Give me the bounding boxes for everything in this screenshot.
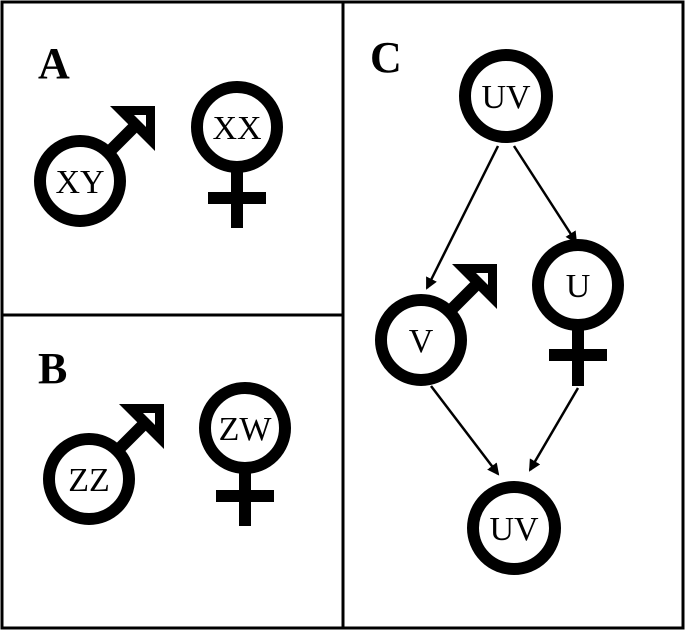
arrow-parent-to-female [512,145,578,244]
male-symbol-icon [34,106,155,227]
panel-c-offspring-chromosomes: UV [489,511,539,548]
male-symbol-icon [43,404,164,525]
panel-b-female-chromosomes: ZW [219,411,273,448]
panel-b-male-chromosomes: ZZ [68,462,110,499]
panel-a-male-chromosomes: XY [55,164,104,201]
arrow-parent-to-male [425,145,500,290]
parent-circle-icon [459,49,553,143]
male-symbol-icon [375,264,497,386]
panel-c-letter: C [370,33,402,82]
panel-c-parent-chromosomes: UV [481,79,531,116]
female-symbol-icon [191,81,283,228]
panel-c-male-chromosomes: V [409,323,434,360]
panel-a-letter: A [38,39,70,88]
panel-b: B ZZ ZW [38,344,291,526]
arrow-female-to-offspring [528,387,580,472]
panel-c: C UV V U UV [370,33,624,575]
female-symbol-icon [199,382,291,526]
panel-a-female-chromosomes: XX [212,110,261,147]
offspring-circle-icon [467,481,561,575]
panel-a: A XY XX [34,39,283,228]
panel-b-letter: B [38,344,67,393]
arrow-male-to-offspring [430,385,500,476]
panel-c-female-chromosomes: U [566,268,591,305]
female-symbol-icon [532,239,624,386]
